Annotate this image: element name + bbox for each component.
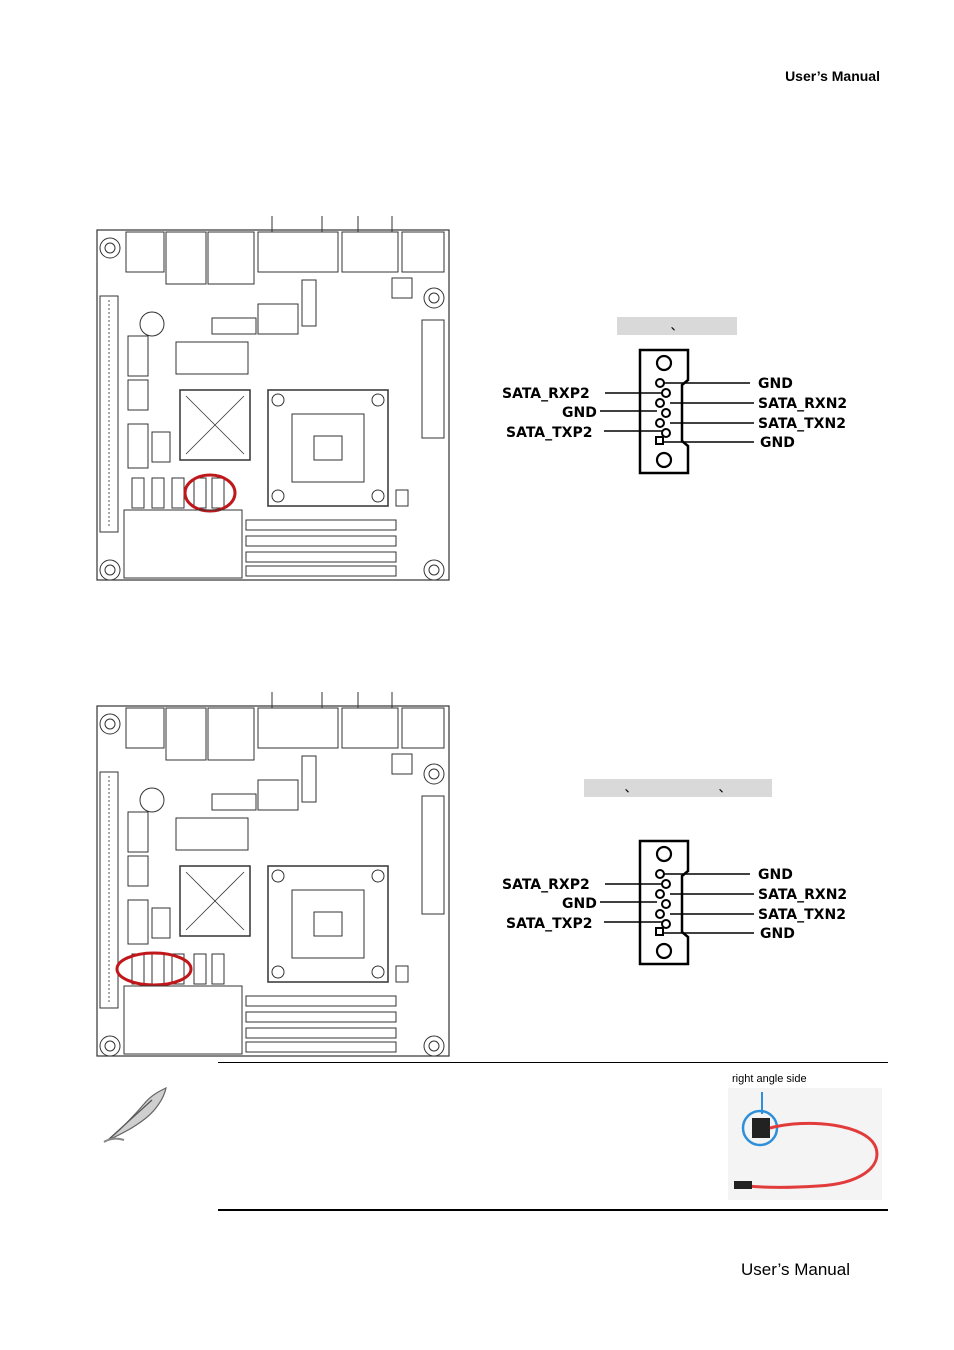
pin-right-3: SATA_TXN2 — [758, 416, 846, 432]
page-header-title: User’s Manual — [785, 68, 880, 84]
pin-right-1: GND — [758, 376, 793, 392]
pin-left-1: SATA_RXP2 — [502, 386, 590, 402]
pin-right-2: SATA_RXN2 — [758, 396, 847, 412]
pin-right-1: GND — [758, 867, 793, 883]
note-box — [218, 1062, 888, 1211]
sata-connector-diagram-2: SATA_RXP2 GND SATA_TXP2 GND SATA_RXN2 SA… — [502, 839, 847, 966]
pin-right-3: SATA_TXN2 — [758, 907, 846, 923]
pin-right-2: SATA_RXN2 — [758, 887, 847, 903]
section1-label-bar: 、 — [617, 317, 737, 335]
section2-label-bar: 、 、 — [584, 779, 772, 797]
pin-left-2: GND — [562, 405, 597, 421]
section2-label-a: 、 — [624, 780, 638, 795]
pin-left-3: SATA_TXP2 — [506, 916, 592, 932]
page-footer-title: User’s Manual — [741, 1260, 850, 1279]
pin-right-4: GND — [760, 926, 795, 942]
motherboard-diagram-2 — [96, 692, 450, 1057]
pin-left-1: SATA_RXP2 — [502, 877, 590, 893]
sata-connector-diagram-1: SATA_RXP2 GND SATA_TXP2 GND SATA_RXN2 SA… — [502, 348, 847, 475]
pin-left-2: GND — [562, 896, 597, 912]
motherboard-diagram-1 — [96, 216, 450, 581]
cable-caption: right angle side — [732, 1073, 807, 1085]
section2-label-b: 、 — [718, 780, 732, 795]
sata-cable-image — [728, 1088, 882, 1200]
feather-note-icon — [103, 1086, 167, 1143]
pin-left-3: SATA_TXP2 — [506, 425, 592, 441]
pin-right-4: GND — [760, 435, 795, 451]
